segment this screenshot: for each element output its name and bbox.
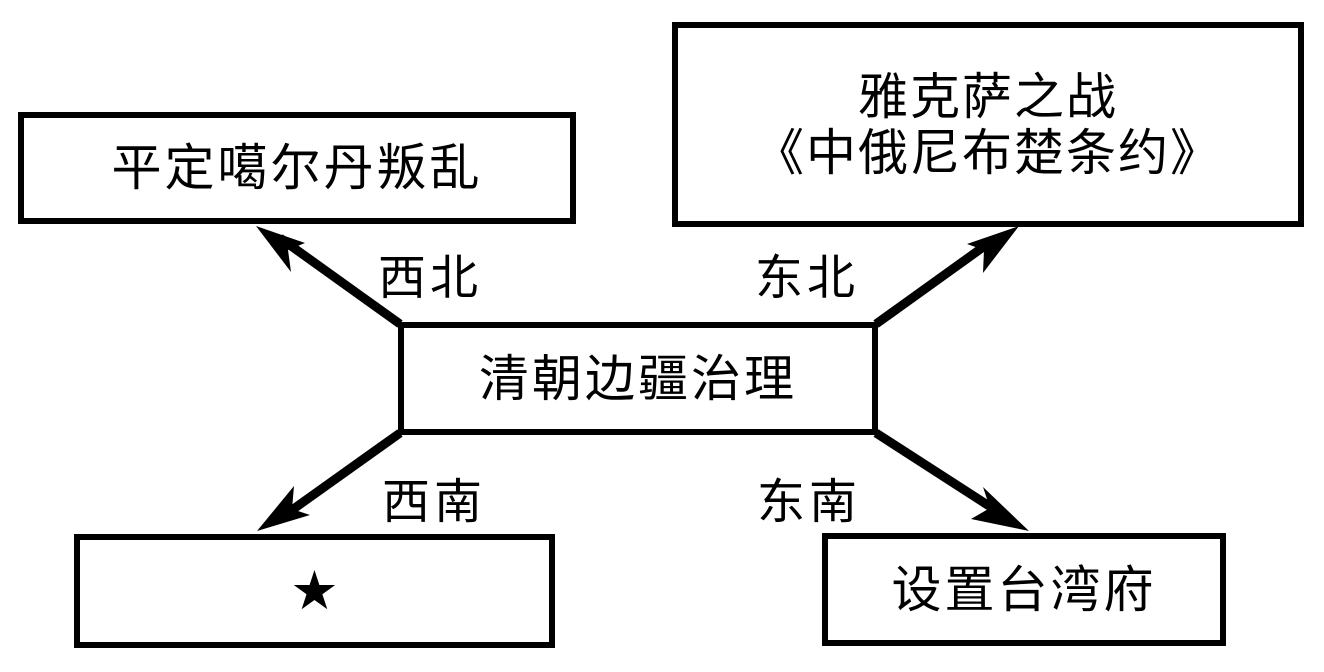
- node-center-label: 清朝边疆治理: [479, 349, 797, 408]
- edge-label-southeast: 东南: [757, 474, 862, 530]
- node-southeast-label: 设置台湾府: [891, 560, 1157, 619]
- edge-northwest: [256, 226, 403, 328]
- edge-southeast: [873, 429, 1029, 531]
- node-northwest-label: 平定噶尔丹叛乱: [111, 139, 483, 197]
- edge-label-northeast: 东北: [755, 250, 860, 306]
- node-southwest-campaign[interactable]: ★: [74, 534, 555, 648]
- node-northeast-campaign[interactable]: 雅克萨之战 《中俄尼布楚条约》: [672, 22, 1304, 227]
- edge-label-northwest: 西北: [378, 250, 483, 306]
- edge-northeast: [873, 226, 1019, 328]
- node-northwest-campaign[interactable]: 平定噶尔丹叛乱: [18, 112, 576, 224]
- node-northeast-label-line1: 雅克萨之战: [858, 67, 1118, 126]
- edge-label-southwest: 西南: [382, 474, 487, 530]
- node-northeast-label-line2: 《中俄尼布楚条约》: [754, 123, 1222, 182]
- node-southeast-campaign[interactable]: 设置台湾府: [822, 533, 1226, 646]
- node-center-topic[interactable]: 清朝边疆治理: [398, 322, 878, 435]
- star-icon: ★: [290, 559, 339, 622]
- edge-southwest: [257, 429, 403, 531]
